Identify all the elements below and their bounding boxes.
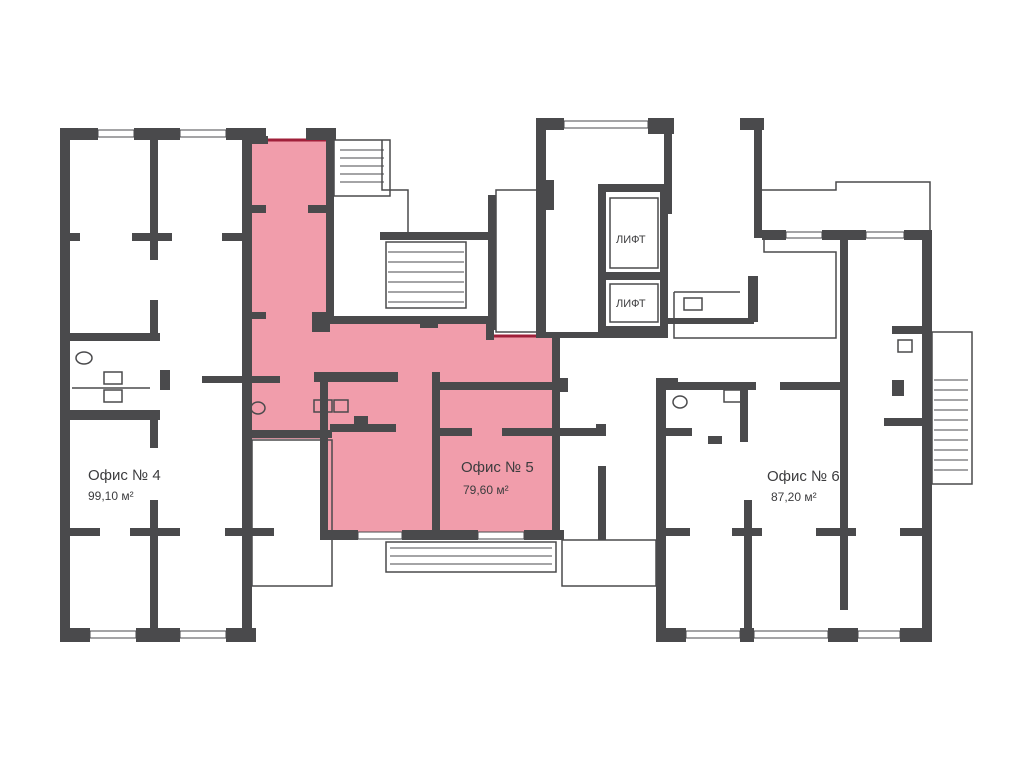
office-4-name: Офис № 4 (88, 467, 161, 484)
left-bathroom-fixtures (72, 351, 150, 403)
office-4-label[interactable]: Офис № 4 99,10 м² (88, 467, 161, 503)
office-5-name: Офис № 5 (461, 459, 534, 476)
lift-core (536, 118, 837, 339)
central-corridor-walls (556, 378, 678, 587)
office-5-fill (245, 138, 558, 540)
office-5-area: 79,60 м² (463, 483, 509, 497)
office-6-label[interactable]: Офис № 6 87,20 м² (767, 468, 840, 504)
office-5-highlight[interactable] (245, 138, 558, 540)
lift-2-label: ЛИФТ (616, 298, 646, 310)
office-5-label[interactable]: Офис № 5 79,60 м² (461, 459, 534, 497)
right-block-walls (656, 181, 973, 642)
office-5-walls (244, 128, 564, 540)
left-block-walls (60, 128, 266, 642)
office-6-name: Офис № 6 (767, 468, 840, 485)
lift-1-label: ЛИФТ (616, 234, 646, 246)
office-6-area: 87,20 м² (771, 490, 817, 504)
office-4-area: 99,10 м² (88, 489, 134, 503)
